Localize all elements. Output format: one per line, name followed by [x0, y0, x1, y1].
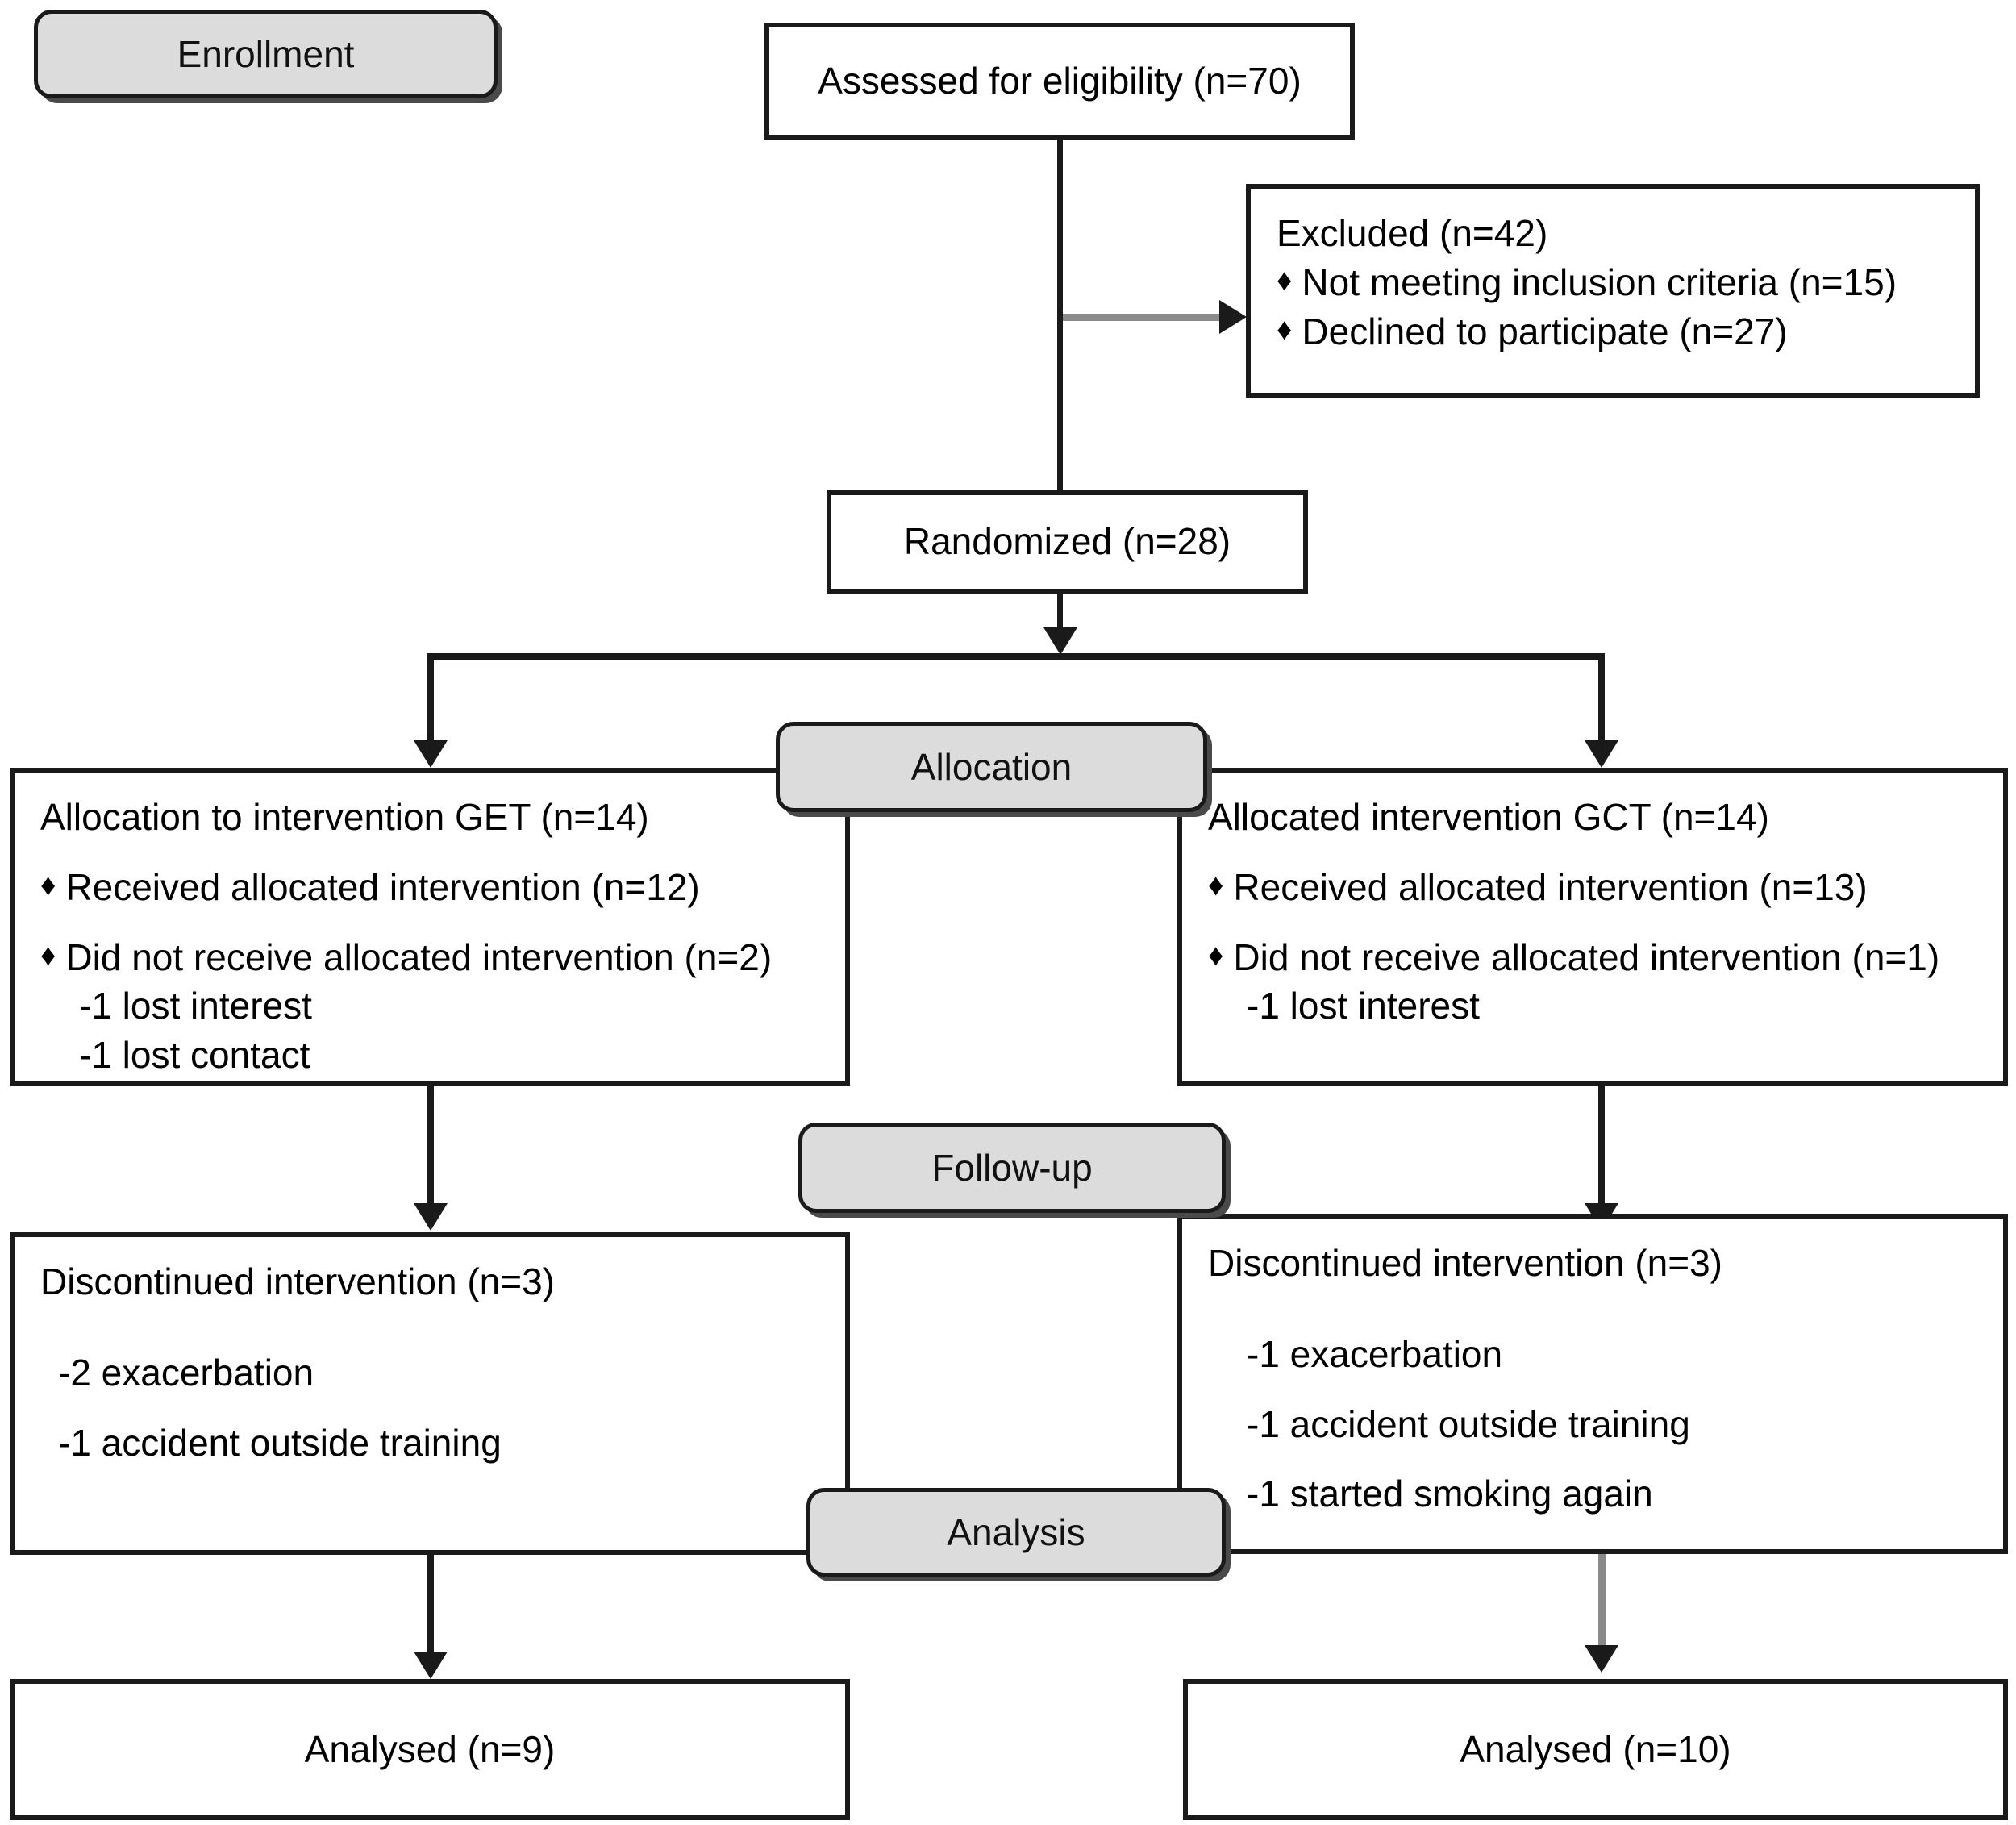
connector-alloc-get-to-disc-left: [427, 1086, 434, 1211]
arrowhead-alloc-right: [1585, 740, 1618, 768]
arrowhead-disc-left: [414, 1203, 448, 1231]
stage-label-enrollment-text: Enrollment: [177, 33, 355, 75]
arrowhead-randomized-split: [1043, 627, 1077, 655]
node-analysed-get: Analysed (n=9): [10, 1679, 850, 1820]
node-discontinued-gct-sub-0: -1 exacerbation: [1247, 1332, 1503, 1375]
connector-assessed-to-excluded: [1063, 314, 1238, 321]
connector-randomized-stem: [1057, 594, 1063, 627]
connector-allocation-split-bar: [427, 653, 1605, 660]
node-assessed-for-eligibility: Assessed for eligibility (n=70): [764, 23, 1355, 140]
node-discontinued-gct-sub-2: -1 started smoking again: [1247, 1473, 1653, 1515]
node-discontinued-gct-sub-1: -1 accident outside training: [1247, 1402, 1690, 1445]
diamond-bullet-icon: ♦: [1277, 312, 1293, 347]
stage-label-analysis-text: Analysis: [947, 1511, 1085, 1553]
node-allocation-gct-sub-0: -1 lost interest: [1247, 985, 1480, 1027]
node-allocation-get-bullet-0: ♦ Received allocated intervention (n=12): [40, 863, 819, 912]
stage-label-followup: Follow-up: [798, 1123, 1226, 1213]
node-allocation-get-bullet-1-text: Did not receive allocated intervention (…: [65, 935, 773, 978]
node-discontinued-gct-heading: Discontinued intervention (n=3): [1208, 1242, 1722, 1284]
connector-disc-left-to-analysed: [427, 1555, 434, 1661]
diamond-bullet-icon: ♦: [1277, 263, 1293, 298]
arrowhead-alloc-left: [414, 740, 448, 768]
stage-label-analysis: Analysis: [806, 1488, 1226, 1577]
node-discontinued-get: Discontinued intervention (n=3) -2 exace…: [10, 1232, 850, 1555]
arrowhead-analysed-left: [414, 1652, 448, 1679]
node-allocation-gct-bullet-0-text: Received allocated intervention (n=13): [1233, 865, 1868, 908]
connector-split-to-alloc-right: [1598, 653, 1605, 742]
node-allocation-gct-heading: Allocated intervention GCT (n=14): [1208, 796, 1769, 838]
node-allocation-get-bullet-1: ♦ Did not receive allocated intervention…: [40, 933, 819, 982]
node-allocation-gct-bullet-0: ♦ Received allocated intervention (n=13): [1208, 863, 1977, 912]
node-assessed-for-eligibility-label: Assessed for eligibility (n=70): [818, 59, 1302, 102]
node-allocation-get-bullet-0-text: Received allocated intervention (n=12): [65, 865, 700, 908]
stage-label-allocation: Allocation: [776, 722, 1207, 812]
node-allocation-get-sub-0: -1 lost interest: [79, 985, 312, 1027]
arrowhead-analysed-right: [1585, 1645, 1618, 1673]
node-allocation-get-heading: Allocation to intervention GET (n=14): [40, 796, 649, 838]
diamond-bullet-icon: ♦: [1208, 868, 1224, 902]
node-discontinued-get-sub-1: -1 accident outside training: [58, 1421, 502, 1464]
node-allocation-get: Allocation to intervention GET (n=14) ♦ …: [10, 768, 850, 1086]
node-allocation-gct-bullet-1-text: Did not receive allocated intervention (…: [1233, 935, 1940, 978]
stage-label-followup-text: Follow-up: [931, 1147, 1093, 1189]
node-excluded-reason-0: ♦ Not meeting inclusion criteria (n=15): [1277, 258, 1949, 307]
node-discontinued-gct: Discontinued intervention (n=3) -1 exace…: [1177, 1214, 2008, 1554]
connector-split-to-alloc-left: [427, 653, 434, 742]
arrowhead-to-excluded: [1219, 300, 1247, 334]
node-allocation-gct: Allocated intervention GCT (n=14) ♦ Rece…: [1177, 768, 2008, 1086]
diamond-bullet-icon: ♦: [1208, 938, 1224, 973]
diamond-bullet-icon: ♦: [40, 938, 56, 973]
stage-label-allocation-text: Allocation: [910, 746, 1073, 788]
node-excluded-reason-1-text: Declined to participate (n=27): [1302, 310, 1788, 352]
node-excluded: Excluded (n=42) ♦ Not meeting inclusion …: [1246, 184, 1980, 398]
connector-alloc-gct-to-disc-right: [1598, 1086, 1605, 1211]
node-randomized-label: Randomized (n=28): [903, 520, 1231, 563]
node-discontinued-get-sub-0: -2 exacerbation: [58, 1351, 314, 1394]
connector-assessed-to-randomized: [1057, 140, 1063, 506]
node-allocation-gct-bullet-1: ♦ Did not receive allocated intervention…: [1208, 933, 1977, 982]
node-excluded-reason-0-text: Not meeting inclusion criteria (n=15): [1302, 260, 1897, 303]
node-analysed-gct: Analysed (n=10): [1183, 1679, 2008, 1820]
node-allocation-get-sub-1: -1 lost contact: [79, 1033, 310, 1076]
node-excluded-reason-1: ♦ Declined to participate (n=27): [1277, 307, 1949, 356]
node-randomized: Randomized (n=28): [827, 490, 1308, 594]
node-excluded-heading: Excluded (n=42): [1277, 212, 1548, 254]
node-analysed-gct-label: Analysed (n=10): [1460, 1727, 1731, 1770]
node-analysed-get-label: Analysed (n=9): [304, 1727, 556, 1770]
connector-disc-right-to-analysed: [1598, 1554, 1606, 1659]
stage-label-enrollment: Enrollment: [34, 10, 498, 98]
node-discontinued-get-heading: Discontinued intervention (n=3): [40, 1260, 555, 1302]
diamond-bullet-icon: ♦: [40, 868, 56, 902]
